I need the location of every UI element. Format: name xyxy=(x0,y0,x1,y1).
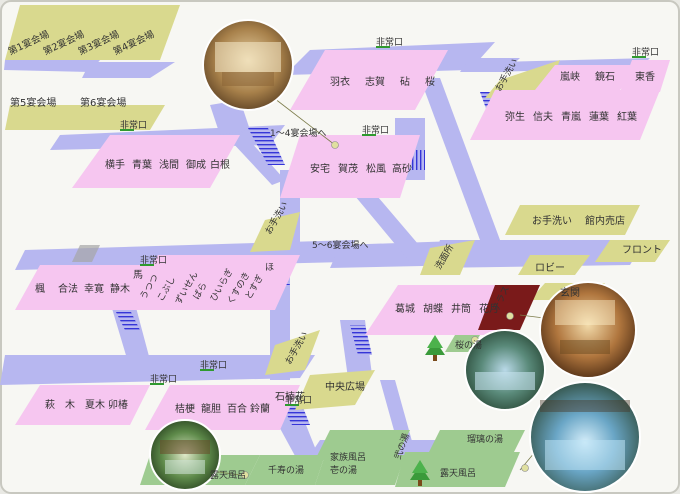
room-shiga: 志賀 xyxy=(365,75,385,88)
tree-icon xyxy=(410,460,430,486)
room-block-top-right-2 xyxy=(470,90,660,140)
bath-kazoku-buro-2: 壱の湯 xyxy=(330,464,357,476)
room-natsuki: 夏木 xyxy=(85,399,105,411)
room-onari: 御成 xyxy=(186,158,206,171)
facility-shop: 館内売店 xyxy=(585,214,625,227)
terrace xyxy=(478,285,540,330)
tree-icon xyxy=(425,335,445,361)
exit-label: 非常口 xyxy=(140,254,167,266)
annotation-to-hall-5-6: 5～6宴会場へ xyxy=(312,239,368,251)
room-ataka: 安宅 xyxy=(310,162,330,175)
room-kikyou: 桔梗 xyxy=(175,402,195,415)
facility-genkan: 玄関 xyxy=(560,286,580,299)
room-sakura: 桜 xyxy=(425,75,435,88)
facility-front: フロント xyxy=(622,245,662,256)
bath-ryuuseki: 瑠璃の湯 xyxy=(467,433,503,445)
room-hasuha: 蓮葉 xyxy=(589,110,609,123)
room-block-east xyxy=(620,60,670,92)
rooms-bottom-center: 桔梗 龍胆 百合 鈴蘭 石楠花 xyxy=(175,390,305,415)
photo-indoor-bath xyxy=(464,329,546,411)
room-gouhou: 合法 xyxy=(58,282,78,295)
room-aoba: 青葉 xyxy=(132,158,152,171)
room-block-mid-left xyxy=(72,135,240,188)
room-momiji: 紅葉 xyxy=(617,110,637,123)
room-block-top-right-1 xyxy=(535,65,640,90)
bath-kazoku-buro: 家族風呂 xyxy=(330,451,366,463)
room-suzuran: 鈴蘭 xyxy=(250,402,270,415)
facility-lobby: ロビー xyxy=(535,262,565,274)
photo-outdoor-bath xyxy=(529,381,641,493)
room-shizuki: 静木 xyxy=(110,282,130,295)
room-rindou: 龍胆 xyxy=(201,402,221,415)
room-ki: 木 xyxy=(65,399,75,411)
room-higashi-kaori: 東香 xyxy=(635,70,655,83)
rooms-bottom-left: 萩 木 夏木 卯椿 xyxy=(45,398,128,411)
room-shinobu: 信夫 xyxy=(533,111,553,123)
room-block-bottom-left xyxy=(15,385,150,425)
banquet-hall-6: 第6宴会場 xyxy=(80,96,126,109)
bath-senjou: 千寿の湯 xyxy=(268,464,304,476)
room-block-top-center xyxy=(290,50,448,110)
room-katsuragi: 葛城 xyxy=(395,302,415,315)
room-kagetsu: 花月 xyxy=(479,302,499,315)
room-yayoi: 弥生 xyxy=(505,110,525,123)
room-kochou: 胡蝶 xyxy=(423,302,443,315)
facility-chuo-hiroba: 中央広場 xyxy=(325,380,365,393)
exit-label: 非常口 xyxy=(120,119,147,131)
exit-label: 非常口 xyxy=(632,46,659,58)
room-uzuki: 卯椿 xyxy=(108,398,128,411)
rooms-top-right: 嵐峡 鏡石 東香 弥生 信夫 青嵐 蓮葉 紅葉 xyxy=(505,70,655,123)
olive-areas xyxy=(5,5,670,410)
rooms-top-center: 羽衣 志賀 砧 桜 xyxy=(330,75,435,88)
room-asama: 浅間 xyxy=(159,158,179,171)
rooms-lobby-row: 葛城 胡蝶 井筒 花月 xyxy=(395,302,499,315)
room-ho: ほ xyxy=(265,262,274,273)
room-kokan: 幸寛 xyxy=(84,282,104,295)
rooms-mid-center: 安宅 賀茂 松風 高砂 xyxy=(310,162,412,175)
facility-otearai: お手洗い xyxy=(532,214,572,227)
photos xyxy=(149,19,641,493)
exit-markers: 非常口 非常口 非常口 非常口 非常口 非常口 非常口 非常口 xyxy=(120,36,659,406)
room-kagamiishi: 鏡石 xyxy=(595,70,615,83)
photo-lobby xyxy=(539,281,637,379)
exit-label: 非常口 xyxy=(376,36,403,48)
photo-japanese-room xyxy=(202,19,294,111)
bath-rotenburo: 露天風呂 xyxy=(210,470,246,481)
room-takasago: 高砂 xyxy=(392,162,412,175)
room-kaede: 楓 xyxy=(35,282,45,295)
room-uma: 馬 xyxy=(133,269,143,281)
room-hagi: 萩 xyxy=(45,399,55,411)
rooms xyxy=(15,50,670,430)
rooms-mid-left: 横手 青葉 浅間 御成 白根 xyxy=(105,158,230,171)
room-shirane: 白根 xyxy=(210,158,230,171)
rooms-left-mid: 楓 合法 幸寛 静木 馬 xyxy=(35,269,143,295)
exit-label: 非常口 xyxy=(200,359,227,371)
room-matsukaze: 松風 xyxy=(366,162,386,175)
banquet-hall-5: 第5宴会場 xyxy=(10,96,56,109)
exit-label: 非常口 xyxy=(150,373,177,385)
bath-sakura: 桜の湯 xyxy=(455,339,482,351)
room-hagoromo: 羽衣 xyxy=(330,75,350,88)
annotation-to-hall-1-4: 1～4宴会場へ xyxy=(270,127,326,139)
room-seiran: 青嵐 xyxy=(561,110,581,123)
bath-kafu: 露天風呂 xyxy=(440,468,476,479)
photo-garden-bath xyxy=(149,419,221,491)
room-shakunage: 石楠花 xyxy=(275,390,305,403)
room-block-hira xyxy=(125,255,300,310)
room-block-mid-center xyxy=(280,135,420,198)
room-block-bottom-center xyxy=(145,385,300,430)
room-yuri: 百合 xyxy=(227,402,247,415)
room-block-left-mid xyxy=(15,265,165,310)
exit-label: 非常口 xyxy=(285,394,312,406)
room-yokote: 横手 xyxy=(105,158,125,171)
room-rankyo: 嵐峡 xyxy=(560,70,580,83)
room-kinuta: 砧 xyxy=(400,75,410,88)
exit-label: 非常口 xyxy=(362,124,389,136)
room-kamo: 賀茂 xyxy=(338,162,358,175)
room-izutsu: 井筒 xyxy=(451,302,471,315)
